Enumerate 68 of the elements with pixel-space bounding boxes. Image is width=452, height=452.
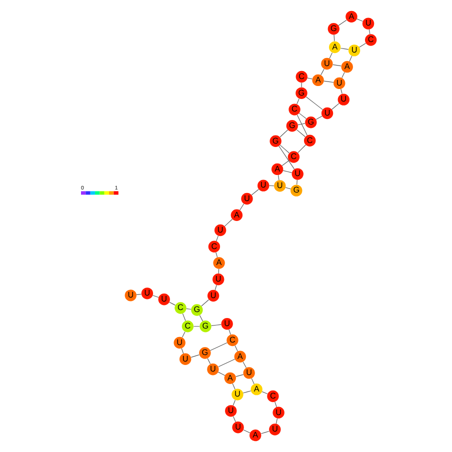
connector: [296, 114, 307, 136]
connector: [250, 378, 254, 384]
connector: [260, 430, 269, 434]
connector: [297, 123, 305, 126]
connector: [190, 354, 199, 358]
connector: [152, 295, 158, 298]
connector: [210, 324, 221, 326]
connector: [261, 391, 268, 394]
connector: [228, 329, 230, 335]
connector: [277, 174, 279, 180]
connector: [239, 203, 244, 210]
connector: [296, 98, 299, 104]
connector: [274, 402, 276, 408]
connector: [279, 144, 289, 154]
connector: [182, 331, 185, 338]
connector: [330, 103, 339, 110]
connector: [217, 372, 225, 376]
connector: [186, 308, 191, 310]
connector: [136, 294, 142, 296]
connector: [305, 96, 322, 110]
connector: [323, 80, 334, 83]
connector: [306, 78, 312, 80]
connector: [298, 112, 306, 119]
connector: [296, 129, 305, 138]
connector: [356, 18, 362, 22]
connector: [242, 362, 246, 368]
connector: [214, 284, 216, 290]
connector: [348, 56, 352, 62]
connector: [232, 416, 236, 422]
connector: [340, 48, 348, 50]
connector: [192, 326, 200, 327]
connector: [218, 358, 235, 368]
connector: [358, 42, 366, 48]
connector: [275, 418, 278, 424]
connector: [224, 218, 232, 227]
connector: [338, 20, 346, 26]
connector: [296, 180, 297, 185]
connector: [332, 64, 341, 66]
connector: [182, 313, 186, 322]
connector: [200, 299, 209, 306]
connector: [206, 358, 210, 364]
connector: [232, 400, 236, 406]
connector: [315, 116, 322, 120]
connector: [278, 146, 294, 170]
connector: [328, 52, 332, 59]
connector: [180, 348, 184, 354]
connector: [333, 34, 334, 42]
connector: [215, 252, 218, 258]
connector: [281, 160, 289, 166]
connector: [279, 130, 288, 138]
connector: [215, 236, 218, 242]
connector: [235, 374, 244, 377]
connector: [168, 302, 175, 306]
connector: [282, 170, 292, 173]
connector: [320, 68, 324, 76]
connector: [234, 345, 238, 352]
connector: [250, 189, 258, 196]
connector: [300, 82, 302, 88]
connector: [198, 315, 203, 322]
connector: [368, 29, 370, 34]
connector: [297, 144, 306, 153]
connector: [242, 430, 250, 434]
connector: [209, 342, 227, 351]
connector: [340, 88, 342, 94]
connector: [242, 390, 251, 394]
connector: [284, 187, 290, 190]
connector: [341, 72, 344, 78]
connector: [232, 383, 235, 390]
